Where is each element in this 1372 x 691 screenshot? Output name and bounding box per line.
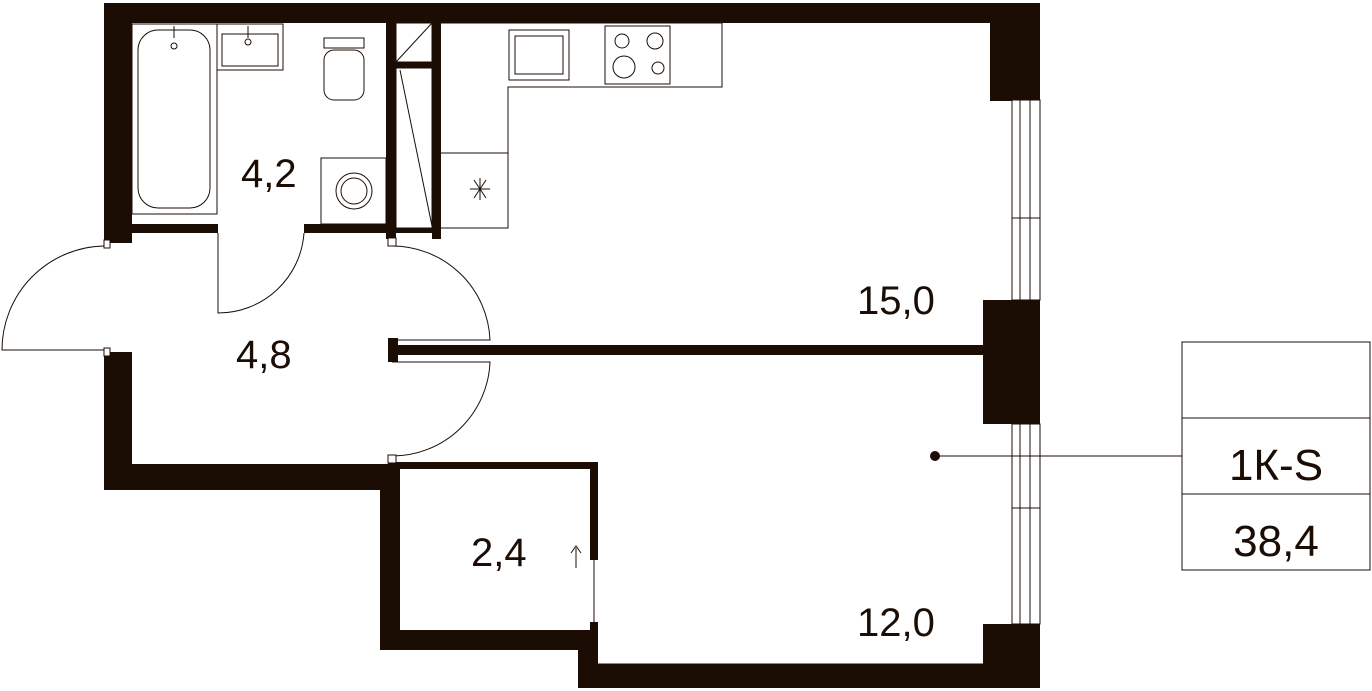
burner-icon — [612, 55, 636, 79]
bathroom-door-swing — [217, 232, 305, 314]
window-room — [1011, 423, 1041, 625]
storage-area: 2,4 — [471, 531, 527, 575]
wall-right-pier-top — [990, 3, 1040, 101]
room-area: 12,0 — [857, 601, 935, 645]
apartment-type: 1К-S — [1229, 441, 1323, 490]
entrance-door-swing — [1, 245, 105, 351]
storage-door-leaf — [590, 490, 598, 560]
wall-top — [104, 3, 1040, 23]
bathroom-area: 4,2 — [241, 152, 297, 196]
burner-icon — [614, 33, 630, 49]
wall-wardrobe-right — [432, 3, 441, 239]
burner-icon — [646, 32, 664, 50]
kitchen-door-swing — [391, 245, 491, 341]
wall-bottom — [578, 664, 1040, 688]
legend-box — [1181, 341, 1371, 571]
wall-right-pier-middle — [983, 300, 1040, 424]
bathtub-drain-icon — [170, 42, 178, 50]
room-door-swing — [391, 361, 491, 457]
kitchen-area: 15,0 — [857, 279, 935, 323]
windows — [598, 99, 1041, 665]
wardrobe — [395, 22, 433, 229]
toilet-tank — [323, 37, 365, 49]
wall-storage-left — [380, 464, 400, 650]
total-area: 38,4 — [1233, 517, 1319, 566]
wall-partition — [388, 345, 986, 355]
faucet-icon — [244, 38, 252, 46]
wall-wardrobe-shelf — [386, 62, 441, 68]
doors — [1, 232, 595, 622]
snowflake-icon — [470, 178, 490, 200]
wall-hall-bottom — [104, 464, 398, 490]
wall-storage-bottom — [380, 630, 598, 650]
kitchen-fixtures — [441, 22, 723, 229]
wall-storage-corner — [590, 462, 598, 492]
arrow-up-icon — [570, 545, 582, 568]
wall-left-upper — [104, 3, 132, 243]
wall-bottom-step — [578, 630, 598, 688]
toilet-bowl — [323, 49, 365, 101]
storage-door-jamb — [590, 622, 598, 634]
kitchen-counter — [441, 22, 723, 229]
window-kitchen — [1011, 99, 1041, 301]
legend: 1К-S 38,4 — [930, 341, 1371, 571]
wall-bath-bottom-right — [304, 224, 440, 233]
wall-bath-bottom-left — [104, 224, 218, 233]
walls — [104, 3, 1040, 688]
wall-bath-right — [386, 3, 396, 239]
burner-icon — [651, 61, 665, 75]
hall-area: 4,8 — [236, 333, 292, 377]
wall-right-pier-bottom — [983, 624, 1040, 688]
wall-storage-top — [388, 462, 598, 469]
bathroom-fixtures — [131, 23, 387, 225]
wall-partition-end — [388, 338, 398, 362]
